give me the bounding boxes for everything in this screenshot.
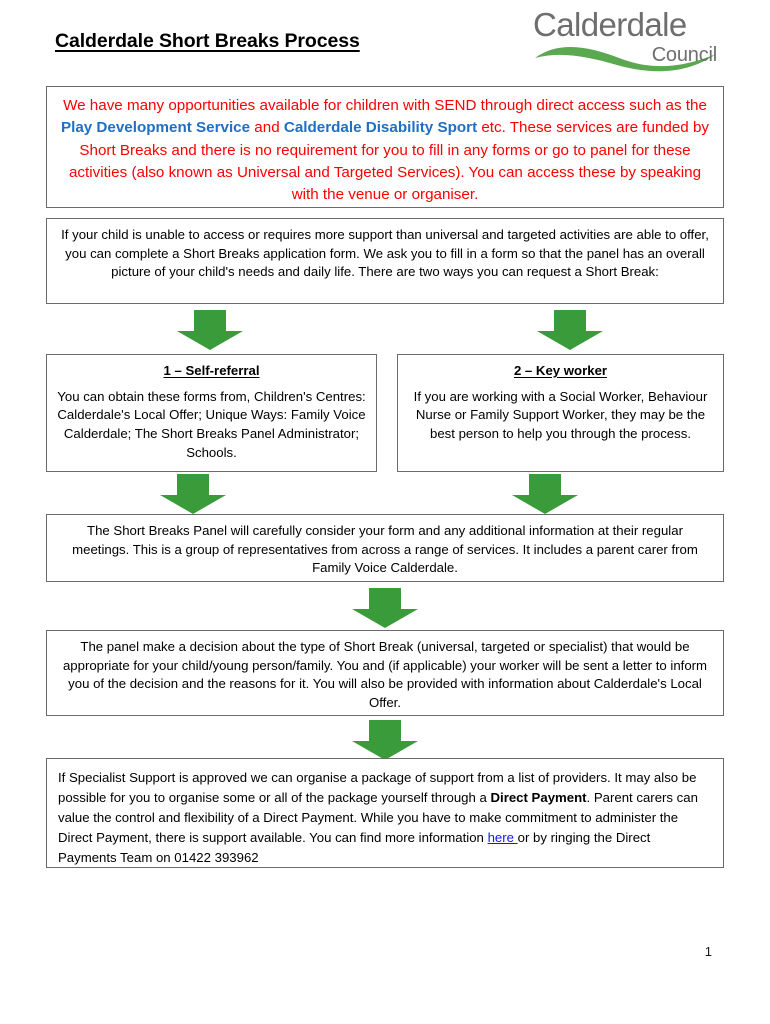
self-referral-heading: 1 – Self-referral <box>163 363 260 378</box>
application-requirements-text: If your child is unable to access or req… <box>61 227 709 280</box>
specialist-support-box: If Specialist Support is approved we can… <box>46 758 724 868</box>
down-arrow-icon <box>537 310 603 350</box>
down-arrow-icon <box>352 720 418 760</box>
intro-text-part3: etc. These services are funded by Short … <box>68 119 710 204</box>
panel-decision-box: The panel make a decision about the type… <box>46 630 724 716</box>
calderdale-council-logo: Calderdale Council <box>533 8 718 78</box>
key-worker-heading: 2 – Key worker <box>513 363 608 378</box>
play-development-service-link[interactable]: Play Development Service <box>60 119 251 137</box>
intro-text-part1: We have many opportunities available for… <box>63 97 707 114</box>
key-worker-box: 2 – Key worker If you are working with a… <box>397 354 724 472</box>
down-arrow-icon <box>160 474 226 514</box>
here-hyperlink[interactable]: here <box>487 830 518 846</box>
down-arrow-icon <box>177 310 243 350</box>
logo-subtext: Council <box>651 44 718 66</box>
down-arrow-icon <box>352 588 418 628</box>
specialist-text-part1: If Specialist Support is approved we can… <box>58 770 697 806</box>
intro-opportunities-box: We have many opportunities available for… <box>46 86 724 208</box>
down-arrow-icon <box>512 474 578 514</box>
page-title: Calderdale Short Breaks Process <box>55 30 360 52</box>
key-worker-text: If you are working with a Social Worker,… <box>413 388 708 442</box>
calderdale-disability-sport-link[interactable]: Calderdale Disability Sport <box>283 119 478 137</box>
page-number: 1 <box>704 944 712 959</box>
self-referral-box: 1 – Self-referral You can obtain these f… <box>46 354 377 472</box>
logo-wordmark: Calderdale <box>533 6 687 43</box>
document-header: Calderdale Short Breaks Process Calderda… <box>0 0 770 86</box>
self-referral-text: You can obtain these forms from, Childre… <box>57 388 366 460</box>
application-requirements-box: If your child is unable to access or req… <box>46 218 724 304</box>
intro-text-part2: and <box>250 119 284 137</box>
specialist-text-part3: or by ringing the Direct Payments Team o… <box>58 830 651 866</box>
direct-payment-emphasis: Direct Payment <box>490 790 587 806</box>
green-wave-icon <box>535 46 716 72</box>
short-breaks-panel-box: The Short Breaks Panel will carefully co… <box>46 514 724 582</box>
specialist-text-part2: . Parent carers can value the control an… <box>58 790 698 846</box>
panel-decision-text: The panel make a decision about the type… <box>62 639 708 711</box>
short-breaks-panel-text: The Short Breaks Panel will carefully co… <box>72 523 698 576</box>
